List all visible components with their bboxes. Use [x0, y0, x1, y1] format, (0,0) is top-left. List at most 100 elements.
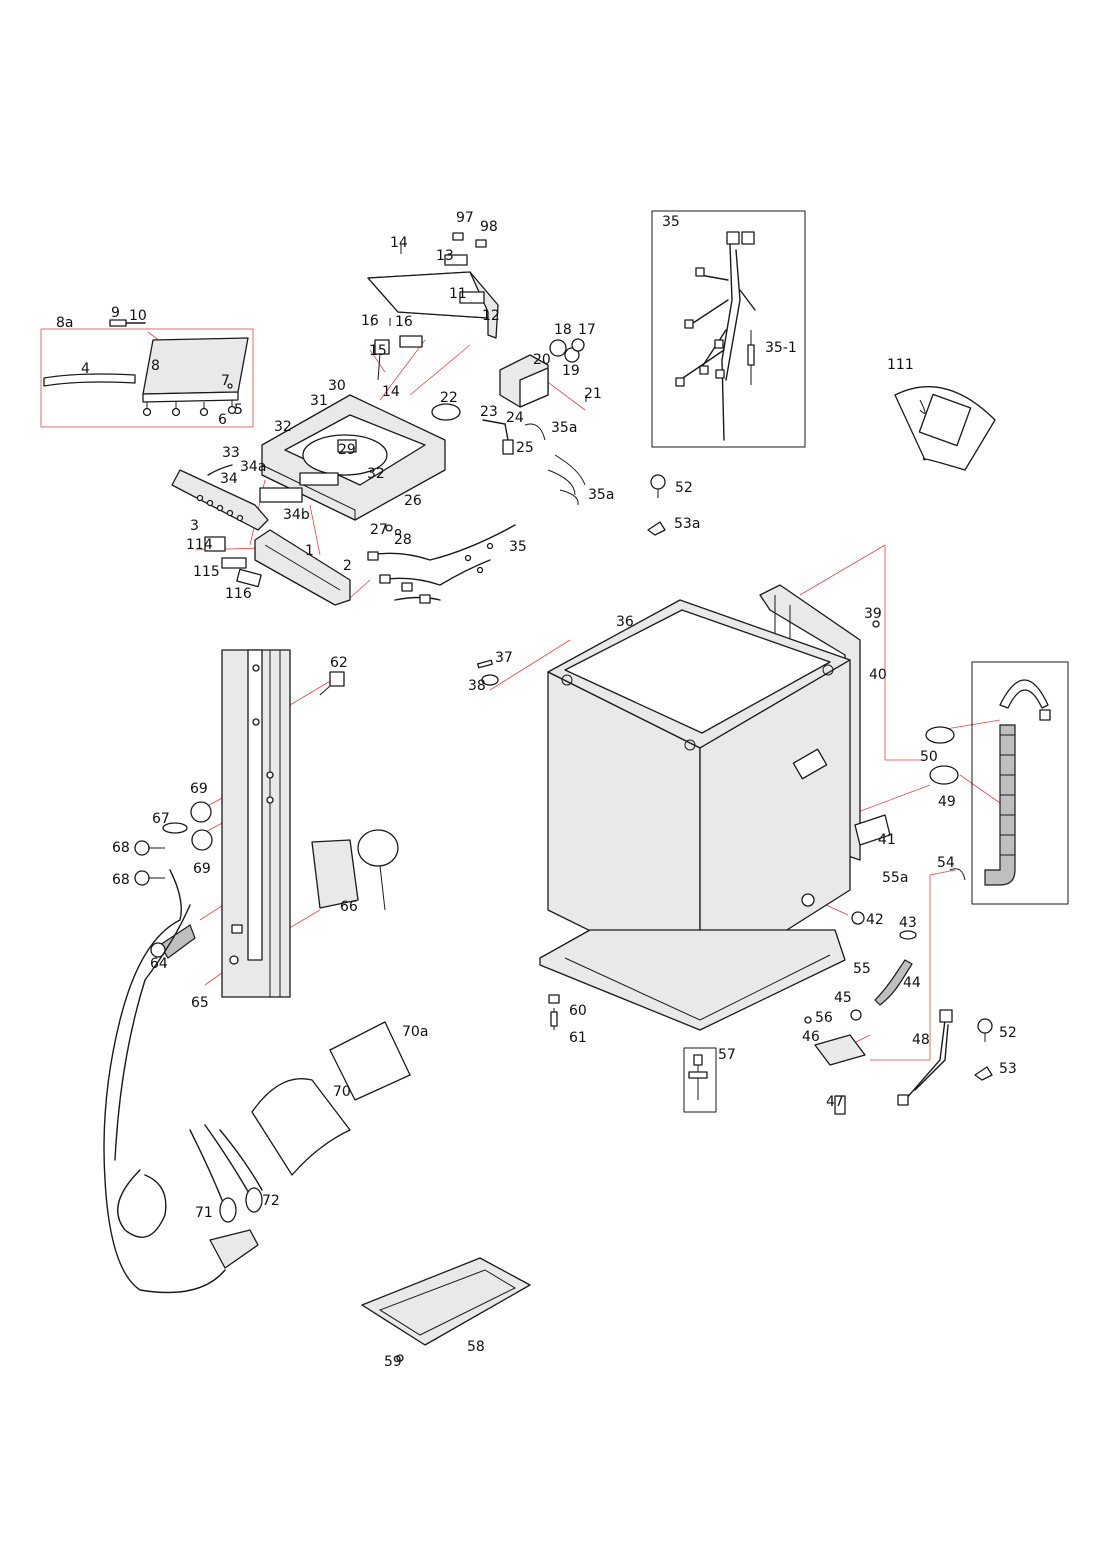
control-board-part: [311, 839, 359, 909]
callout-114: 114: [186, 537, 213, 553]
hose-box: [925, 661, 1069, 905]
callout-38: 38: [468, 678, 486, 694]
callout-19: 19: [562, 363, 580, 379]
callout-55: 55: [853, 961, 871, 977]
callout-57: 57: [718, 1047, 736, 1063]
top-cover-assembly: [171, 232, 587, 606]
callout-22: 22: [440, 390, 458, 406]
callout-53b: 53: [999, 1061, 1017, 1077]
screw-27: [385, 524, 393, 532]
callout-55a: 55a: [882, 870, 908, 886]
callout-3: 3: [190, 518, 199, 534]
callout-35b: 35: [509, 539, 527, 555]
callout-52a: 52: [675, 480, 693, 496]
callout-48: 48: [912, 1032, 930, 1048]
callout-35-1: 35-1: [765, 340, 797, 356]
side-panel-assembly: [103, 649, 531, 1362]
callout-70a: 70a: [402, 1024, 428, 1040]
leader-lines: [40, 328, 1011, 1061]
callout-50: 50: [920, 749, 938, 765]
callout-61: 61: [569, 1030, 587, 1046]
callout-64: 64: [150, 956, 168, 972]
callout-33: 33: [222, 445, 240, 461]
callout-46: 46: [802, 1029, 820, 1045]
callout-71: 71: [195, 1205, 213, 1221]
callout-43: 43: [899, 915, 917, 931]
callout-67: 67: [152, 811, 170, 827]
callout-16b: 16: [395, 314, 413, 330]
callout-15: 15: [369, 343, 387, 359]
callout-68b: 68: [112, 872, 130, 888]
callout-37: 37: [495, 650, 513, 666]
callout-10: 10: [129, 308, 147, 324]
callout-4: 4: [81, 361, 90, 377]
callout-66: 66: [340, 899, 358, 915]
callout-8a: 8a: [56, 315, 74, 331]
callout-35a-1: 35a: [551, 420, 577, 436]
callout-34a: 34a: [240, 459, 266, 475]
callout-9: 9: [111, 305, 120, 321]
plug-part: [209, 1229, 259, 1269]
callout-11: 11: [449, 286, 467, 302]
lid-switch-part: [431, 403, 461, 421]
callout-47: 47: [826, 1094, 844, 1110]
callout-24: 24: [506, 410, 524, 426]
callout-115: 115: [193, 564, 220, 580]
callout-7: 7: [221, 373, 230, 389]
callout-8: 8: [151, 358, 160, 374]
callout-35-box: 35: [662, 214, 680, 230]
callout-98: 98: [480, 219, 498, 235]
callout-14b: 14: [382, 384, 400, 400]
callout-45: 45: [834, 990, 852, 1006]
callout-16a: 16: [361, 313, 379, 329]
callout-69a: 69: [190, 781, 208, 797]
callout-34: 34: [220, 471, 238, 487]
control-panel-part: [171, 469, 269, 531]
callout-53a: 53a: [674, 516, 700, 532]
callout-39: 39: [864, 606, 882, 622]
callout-44: 44: [903, 975, 921, 991]
screws-top-right: [647, 474, 993, 1081]
callout-68a: 68: [112, 840, 130, 856]
callout-5: 5: [234, 402, 243, 418]
callout-52b: 52: [999, 1025, 1017, 1041]
bottom-grille-part: [361, 1257, 531, 1346]
callout-58: 58: [467, 1339, 485, 1355]
callout-20: 20: [533, 352, 551, 368]
callout-27: 27: [370, 522, 388, 538]
callout-14: 14: [390, 235, 408, 251]
callout-49: 49: [938, 794, 956, 810]
cabinet-base-part: [539, 929, 846, 1031]
callout-69b: 69: [193, 861, 211, 877]
callout-31: 31: [310, 393, 328, 409]
callout-13: 13: [436, 248, 454, 264]
drain-hose-part: [984, 724, 1016, 886]
callout-60: 60: [569, 1003, 587, 1019]
callout-32b: 32: [367, 466, 385, 482]
callout-36: 36: [616, 614, 634, 630]
callout-54: 54: [937, 855, 955, 871]
callout-116: 116: [225, 586, 252, 602]
callout-2: 2: [343, 558, 352, 574]
callout-56: 56: [815, 1010, 833, 1026]
callout-29: 29: [338, 442, 356, 458]
callout-59: 59: [384, 1354, 402, 1370]
cabinet-assembly: [477, 584, 953, 1115]
callout-62: 62: [330, 655, 348, 671]
lid-assembly-box: [40, 328, 254, 428]
callout-18: 18: [554, 322, 572, 338]
lid-assembly: [43, 319, 249, 417]
manual-part: [894, 386, 996, 471]
callout-23: 23: [480, 404, 498, 420]
callout-70: 70: [333, 1084, 351, 1100]
callout-30: 30: [328, 378, 346, 394]
callout-40: 40: [869, 667, 887, 683]
lid-screw-part: [142, 407, 152, 417]
callout-6: 6: [218, 412, 227, 428]
callout-12: 12: [482, 308, 500, 324]
callout-labels: 97 98 14 13 11 12 9 10 8a 8 4 7 6 5 16 1…: [56, 210, 1017, 1370]
callout-28: 28: [394, 532, 412, 548]
callout-21: 21: [584, 386, 602, 402]
